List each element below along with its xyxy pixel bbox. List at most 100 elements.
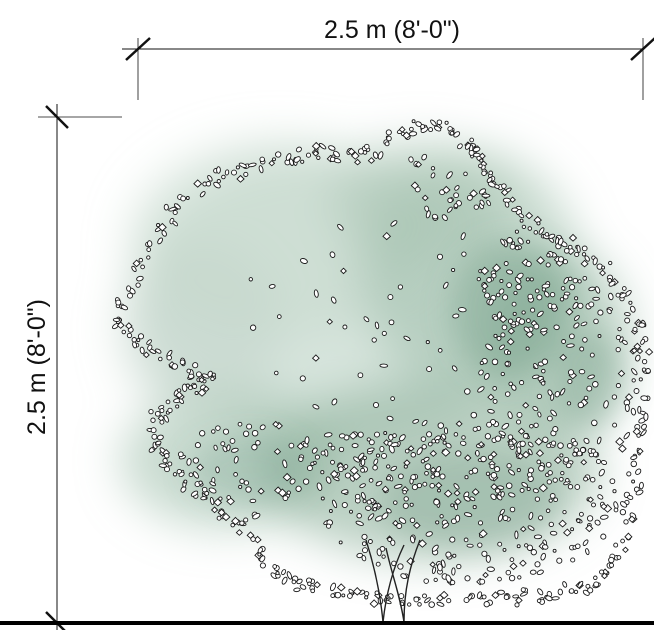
- leaf-mark: [231, 516, 240, 526]
- leaf-mark: [349, 475, 355, 482]
- leaf-mark: [209, 481, 217, 487]
- leaf-mark: [381, 485, 390, 493]
- leaf-mark: [525, 211, 534, 220]
- leaf-mark: [527, 472, 533, 478]
- leaf-mark: [338, 540, 343, 545]
- leaf-mark: [386, 475, 391, 481]
- leaf-mark: [453, 131, 461, 138]
- leaf-mark: [415, 161, 423, 168]
- leaf-mark: [517, 237, 524, 245]
- leaf-mark: [250, 536, 256, 542]
- leaf-mark: [527, 448, 533, 456]
- leaf-mark: [347, 593, 353, 599]
- leaf-mark: [382, 231, 392, 241]
- leaf-mark: [608, 292, 614, 301]
- leaf-mark: [595, 458, 602, 465]
- leaf-mark: [613, 542, 619, 548]
- leaf-mark: [631, 378, 636, 383]
- leaf-mark: [624, 532, 633, 541]
- leaf-mark: [534, 561, 541, 568]
- leaf-mark: [125, 322, 133, 330]
- leaf-mark: [514, 530, 519, 540]
- leaf-mark: [630, 455, 638, 461]
- leaf-mark: [178, 471, 185, 478]
- leaf-mark: [540, 552, 546, 561]
- leaf-mark: [501, 183, 507, 189]
- leaf-mark: [498, 430, 506, 436]
- leaf-mark: [635, 489, 644, 496]
- leaf-mark: [336, 583, 346, 592]
- leaf-mark: [410, 452, 417, 458]
- leaf-mark: [216, 515, 222, 521]
- leaf-mark: [536, 598, 542, 604]
- leaf-mark: [592, 296, 600, 301]
- leaf-mark: [390, 396, 395, 401]
- leaf-mark: [338, 466, 344, 473]
- leaf-mark: [529, 423, 534, 429]
- leaf-mark: [487, 408, 495, 414]
- leaf-mark: [198, 480, 203, 485]
- leaf-mark: [566, 343, 575, 348]
- leaf-mark: [348, 431, 358, 440]
- leaf-mark: [483, 373, 490, 380]
- leaf-mark: [188, 472, 194, 478]
- leaf-mark: [457, 307, 467, 313]
- leaf-mark: [538, 465, 545, 472]
- leaf-mark: [503, 594, 510, 600]
- leaf-mark: [619, 508, 627, 516]
- leaf-mark: [481, 193, 491, 198]
- leaf-outlines: [112, 119, 654, 609]
- leaf-mark: [608, 562, 615, 568]
- leaf-mark: [211, 429, 216, 434]
- leaf-mark: [355, 520, 364, 526]
- leaf-mark: [453, 503, 459, 511]
- leaf-mark: [535, 449, 545, 458]
- leaf-mark: [344, 472, 351, 479]
- leaf-mark: [326, 523, 332, 529]
- leaf-mark: [479, 199, 485, 206]
- leaf-mark: [508, 492, 516, 498]
- leaf-mark: [516, 468, 521, 473]
- leaf-mark: [386, 415, 394, 422]
- leaf-mark: [574, 296, 579, 301]
- leaf-mark: [417, 539, 427, 548]
- leaf-mark: [215, 425, 221, 431]
- leaf-mark: [464, 388, 471, 395]
- leaf-mark: [388, 444, 395, 454]
- leaf-mark: [560, 470, 565, 476]
- leaf-mark: [582, 275, 588, 281]
- leaf-mark: [356, 513, 362, 519]
- leaf-mark: [479, 578, 486, 585]
- leaf-mark: [375, 480, 383, 487]
- leaf-mark: [367, 157, 376, 164]
- leaf-mark: [340, 267, 347, 275]
- leaf-mark: [171, 363, 179, 370]
- leaf-mark: [586, 385, 593, 392]
- leaf-mark: [142, 351, 150, 359]
- leaf-mark: [526, 544, 534, 551]
- leaf-mark: [235, 165, 240, 170]
- leaf-mark: [383, 599, 392, 605]
- leaf-mark: [600, 460, 608, 465]
- leaf-mark: [541, 287, 547, 292]
- leaf-mark: [529, 277, 534, 282]
- leaf-mark: [116, 321, 125, 329]
- leaf-mark: [186, 458, 192, 466]
- leaf-mark: [272, 564, 278, 569]
- leaf-mark: [463, 512, 473, 518]
- leaf-mark: [420, 124, 426, 130]
- leaf-mark: [589, 476, 596, 483]
- leaf-mark: [527, 441, 534, 448]
- leaf-mark: [314, 454, 320, 460]
- leaf-mark: [552, 548, 557, 553]
- leaf-mark: [545, 508, 551, 514]
- leaf-mark: [451, 365, 458, 372]
- leaf-mark: [372, 507, 378, 512]
- leaf-mark: [226, 495, 232, 500]
- leaf-mark: [210, 506, 219, 514]
- leaf-mark: [150, 427, 157, 434]
- leaf-mark: [608, 280, 616, 287]
- leaf-mark: [536, 393, 543, 400]
- leaf-mark: [364, 595, 369, 600]
- leaf-mark: [530, 307, 536, 313]
